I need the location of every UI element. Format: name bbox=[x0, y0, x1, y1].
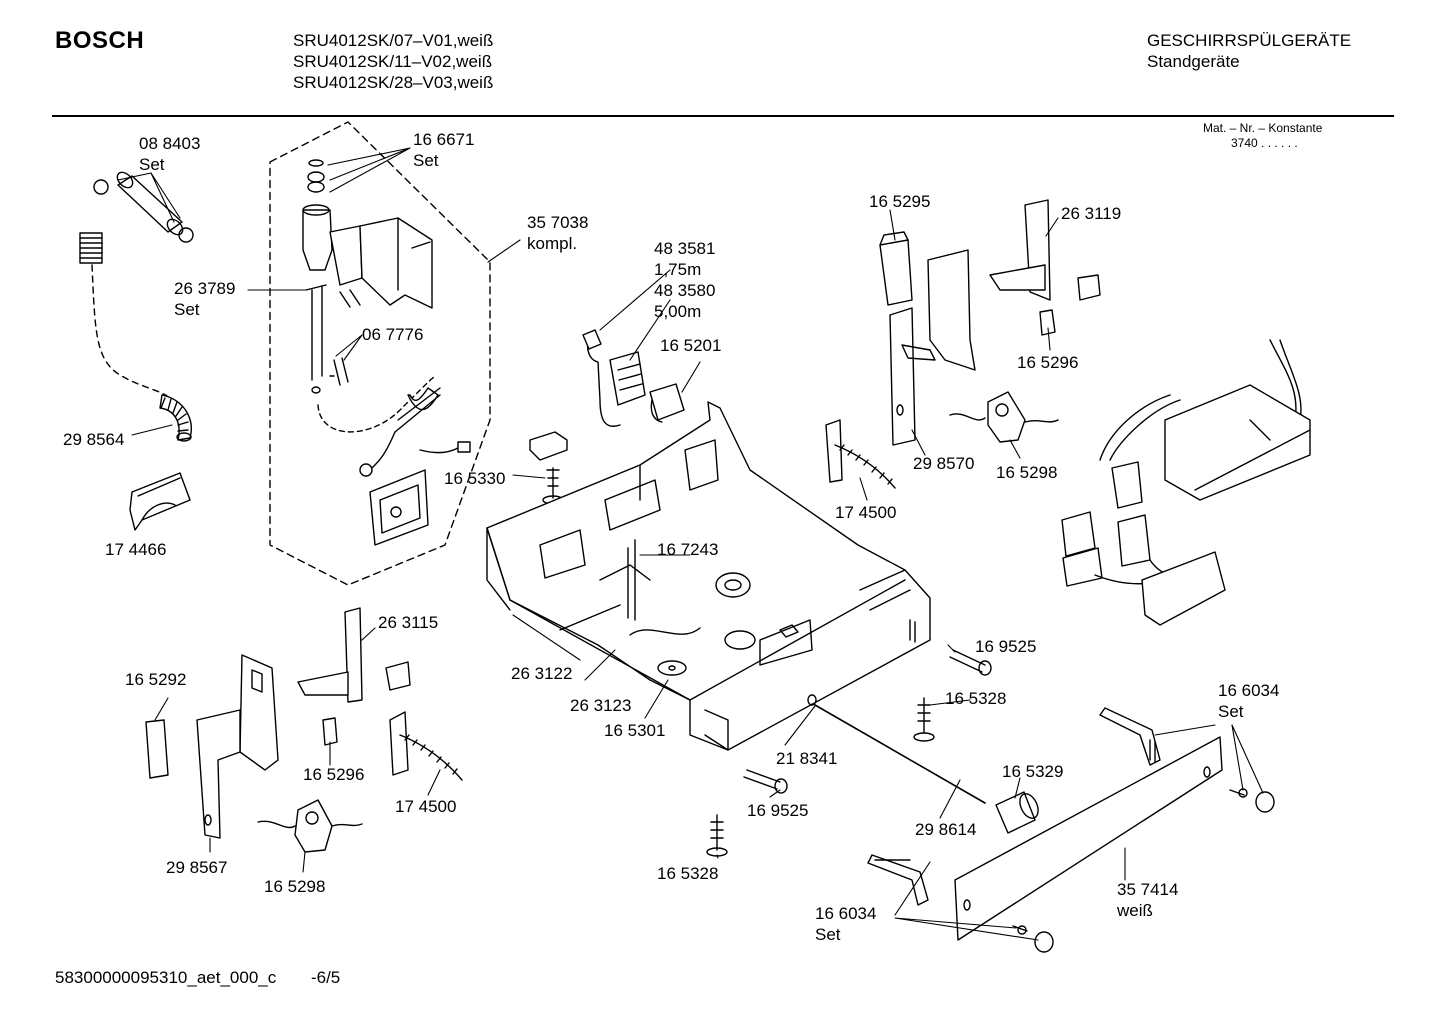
part-label-263123: 26 3123 bbox=[570, 696, 631, 715]
corrugated-hose-drawing bbox=[159, 394, 192, 442]
rod-drawing bbox=[814, 704, 986, 804]
part-label-165292: 16 5292 bbox=[125, 670, 186, 689]
part-label-298570: 29 8570 bbox=[913, 454, 974, 473]
model-list: SRU4012SK/07–V01,weiß SRU4012SK/11–V02,w… bbox=[293, 30, 493, 93]
bolt-drawing-right bbox=[949, 649, 992, 676]
part-label-298567: 29 8567 bbox=[166, 858, 227, 877]
part-label-218341: 21 8341 bbox=[776, 749, 837, 768]
bracket-drawing-upper bbox=[1099, 707, 1161, 766]
heater-element-drawing bbox=[825, 419, 896, 489]
material-constant-label: Mat. – Nr. – Konstante bbox=[1203, 121, 1323, 135]
part-label-174466: 17 4466 bbox=[105, 540, 166, 559]
material-constant-value: 3740 . . . . . . bbox=[1231, 136, 1298, 150]
model-line: SRU4012SK/11–V02,weiß bbox=[293, 52, 493, 71]
bracket-drawing-lower bbox=[867, 854, 929, 906]
lower-switch-bracket-drawing bbox=[297, 607, 411, 746]
part-label-165301: 16 5301 bbox=[604, 721, 665, 740]
support-bracket-drawing bbox=[889, 249, 976, 446]
model-line: SRU4012SK/28–V03,weiß bbox=[293, 73, 494, 92]
part-label-298614: 29 8614 bbox=[915, 820, 976, 839]
part-label-165298-lower: 16 5298 bbox=[264, 877, 325, 896]
sensor-drawing bbox=[949, 391, 1059, 443]
lower-support-bracket-drawing bbox=[196, 654, 279, 839]
part-label-165330: 16 5330 bbox=[444, 469, 505, 488]
part-label-165328: 16 5328 bbox=[945, 689, 1006, 708]
kick-panel-drawing bbox=[954, 736, 1223, 941]
footer: 58300000095310_aet_000_c -6/5 bbox=[55, 968, 340, 988]
part-label-174500: 17 4500 bbox=[835, 503, 896, 522]
hose-dashed-line bbox=[91, 264, 171, 399]
base-tub-drawing bbox=[486, 401, 931, 751]
part-label-169525: 16 9525 bbox=[975, 637, 1036, 656]
part-label-165295: 16 5295 bbox=[869, 192, 930, 211]
part-label-263115: 26 3115 bbox=[378, 613, 438, 632]
knob-drawing bbox=[995, 791, 1039, 834]
header-divider bbox=[52, 115, 1394, 117]
valve-assembly-drawing bbox=[302, 159, 471, 546]
category-block: GESCHIRRSPÜLGERÄTE Standgeräte bbox=[1147, 30, 1351, 72]
brand-logo: BOSCH bbox=[55, 27, 145, 54]
lower-sensor-drawing bbox=[257, 799, 363, 853]
switch-bracket-drawing bbox=[989, 199, 1101, 336]
part-label-263122: 26 3122 bbox=[511, 664, 572, 683]
clip-drawing bbox=[129, 472, 191, 531]
inlet-hose-drawing bbox=[79, 171, 194, 264]
leader-lines bbox=[117, 147, 1264, 941]
part-label-174500-lower: 17 4500 bbox=[395, 797, 456, 816]
bolt-drawing-lower bbox=[743, 769, 788, 794]
screw-drawing-upper bbox=[913, 697, 935, 742]
part-label-165296: 16 5296 bbox=[1017, 353, 1078, 372]
cable-harness-drawing bbox=[582, 329, 685, 427]
part-label-165328-lower: 16 5328 bbox=[657, 864, 718, 883]
part-label-298564: 29 8564 bbox=[63, 430, 124, 449]
lower-heater-element-drawing bbox=[389, 711, 463, 781]
page-number: -6/5 bbox=[310, 968, 341, 987]
document-id: 58300000095310_aet_000_c bbox=[55, 968, 277, 987]
part-label-165298: 16 5298 bbox=[996, 463, 1057, 482]
category-title: GESCHIRRSPÜLGERÄTE bbox=[1147, 31, 1352, 50]
part-label-263119: 26 3119 bbox=[1061, 204, 1121, 223]
part-label-167243: 16 7243 bbox=[657, 540, 718, 559]
cap-drawings bbox=[1012, 788, 1275, 953]
part-label-067776: 06 7776 bbox=[362, 325, 423, 344]
assembly-dashed-outline bbox=[269, 121, 491, 586]
material-constant: Mat. – Nr. – Konstante 3740 . . . . . . bbox=[1203, 121, 1322, 151]
category-subtitle: Standgeräte bbox=[1147, 52, 1240, 71]
part-label-165296-lower: 16 5296 bbox=[303, 765, 364, 784]
model-line: SRU4012SK/07–V01,weiß bbox=[293, 31, 494, 50]
screw-drawing-lower bbox=[706, 814, 728, 857]
part-label-169525-lower: 16 9525 bbox=[747, 801, 808, 820]
small-block-drawing bbox=[529, 431, 568, 505]
wiring-harness-drawing bbox=[1061, 339, 1311, 626]
part-label-165329: 16 5329 bbox=[1002, 762, 1063, 781]
cover-part-drawing bbox=[879, 231, 913, 306]
lower-cover-drawing bbox=[145, 719, 169, 779]
part-label-165201: 16 5201 bbox=[660, 336, 721, 355]
